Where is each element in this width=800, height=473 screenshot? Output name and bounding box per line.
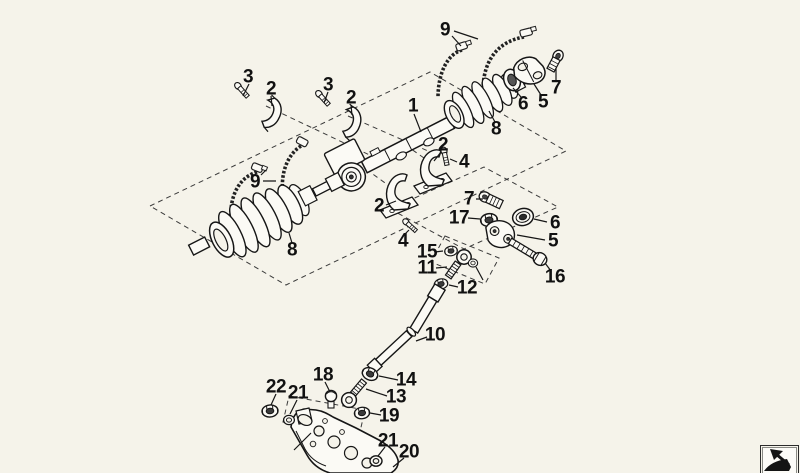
part-callout-19[interactable]: 19	[378, 405, 400, 427]
part-callout-20[interactable]: 20	[398, 441, 420, 463]
stud-and-nut	[324, 389, 371, 421]
part-callout-6[interactable]: 6	[517, 93, 529, 115]
part-callout-18[interactable]: 18	[312, 364, 334, 386]
part-callout-21[interactable]: 21	[287, 382, 309, 404]
part-callout-21[interactable]: 21	[377, 430, 399, 452]
tie-rod	[340, 282, 447, 409]
part-callout-5[interactable]: 5	[537, 91, 549, 113]
part-callout-4[interactable]: 4	[458, 151, 470, 173]
part-callout-10[interactable]: 10	[424, 324, 446, 346]
part-callout-11[interactable]: 11	[417, 257, 437, 279]
bracket-group	[260, 403, 399, 473]
middle-joint-group	[478, 191, 548, 267]
ball-joint-group	[432, 244, 479, 291]
part-callout-9[interactable]: 9	[439, 19, 451, 41]
part-callout-2[interactable]: 2	[345, 87, 357, 109]
part-callout-14[interactable]: 14	[395, 369, 417, 391]
part-callout-8[interactable]: 8	[490, 118, 502, 140]
part-callout-4[interactable]: 4	[397, 230, 409, 252]
part-callout-13[interactable]: 13	[385, 386, 407, 408]
part-callout-1[interactable]: 1	[407, 95, 419, 117]
part-callout-9[interactable]: 9	[249, 171, 261, 193]
nav-arrow-icon	[764, 449, 791, 471]
part-callout-22[interactable]: 22	[265, 376, 287, 398]
part-callout-17[interactable]: 17	[448, 207, 470, 229]
part-callout-3[interactable]: 3	[242, 66, 254, 88]
part-callout-15[interactable]: 15	[416, 241, 438, 263]
part-callout-3[interactable]: 3	[322, 74, 334, 96]
upper-joint-group	[502, 49, 564, 92]
part-callout-5[interactable]: 5	[547, 230, 559, 252]
part-callout-2[interactable]: 2	[373, 195, 385, 217]
part-callout-7[interactable]: 7	[550, 77, 562, 99]
leader-lines	[242, 30, 557, 468]
part-callout-7[interactable]: 7	[463, 188, 475, 210]
nav-arrow-logo[interactable]	[760, 445, 799, 473]
part-callout-2[interactable]: 2	[437, 134, 449, 156]
part-callout-12[interactable]: 12	[456, 277, 478, 299]
part-callout-6[interactable]: 6	[549, 212, 561, 234]
part-callout-16[interactable]: 16	[544, 266, 566, 288]
part-callout-8[interactable]: 8	[286, 239, 298, 261]
part-callout-2[interactable]: 2	[265, 78, 277, 100]
